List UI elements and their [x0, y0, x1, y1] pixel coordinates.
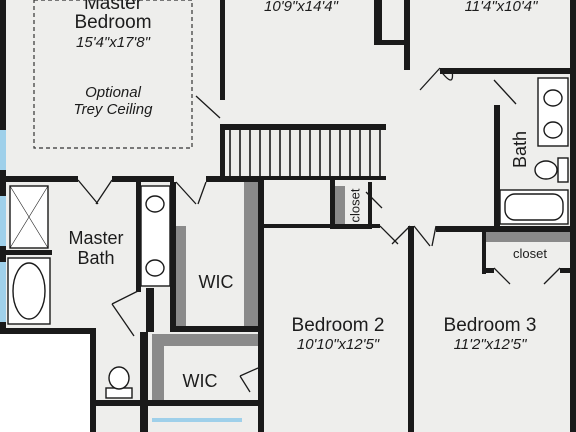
closet-hall-name: closet [347, 188, 363, 223]
bedroom-3-name: Bedroom 3 [443, 315, 537, 336]
staircase [225, 130, 386, 180]
closet-shelves [152, 182, 570, 400]
master-bath-name-line-2: Bath [77, 248, 115, 268]
bedroom-2-name: Bedroom 2 [291, 315, 385, 336]
bath-vanity [537, 77, 569, 147]
bath-toilet [557, 157, 569, 183]
trey-ceiling-outline [33, 0, 193, 149]
wic-2-name: WIC [182, 371, 218, 391]
master-bedroom-dimensions: 15'4"x17'8" [76, 34, 150, 51]
bedroom-3-dimensions: 11'2"x12'5" [453, 336, 527, 353]
bath-name: Bath [510, 130, 530, 168]
room-top-center-dimensions: 10'9"x14'4" [264, 0, 338, 15]
trey-ceiling-note-line-1: Optional [85, 84, 141, 101]
master-bath-name-line-1: Master [68, 228, 124, 248]
exterior-bottom-left [0, 332, 92, 432]
trey-ceiling-note-line-2: Trey Ceiling [73, 101, 153, 118]
door-swings [77, 67, 561, 393]
windows [0, 130, 242, 422]
room-top-right-dimensions: 11'4"x10'4" [464, 0, 538, 15]
bedroom-2-dimensions: 10'10"x12'5" [296, 336, 380, 353]
fixtures [7, 77, 569, 399]
master-bedroom-name-line-2: Bedroom [74, 12, 152, 33]
wic-1-name: WIC [198, 272, 234, 292]
master-bedroom-name-line-1: Master [83, 0, 143, 14]
closet-bedroom-3-name: closet [513, 246, 547, 261]
